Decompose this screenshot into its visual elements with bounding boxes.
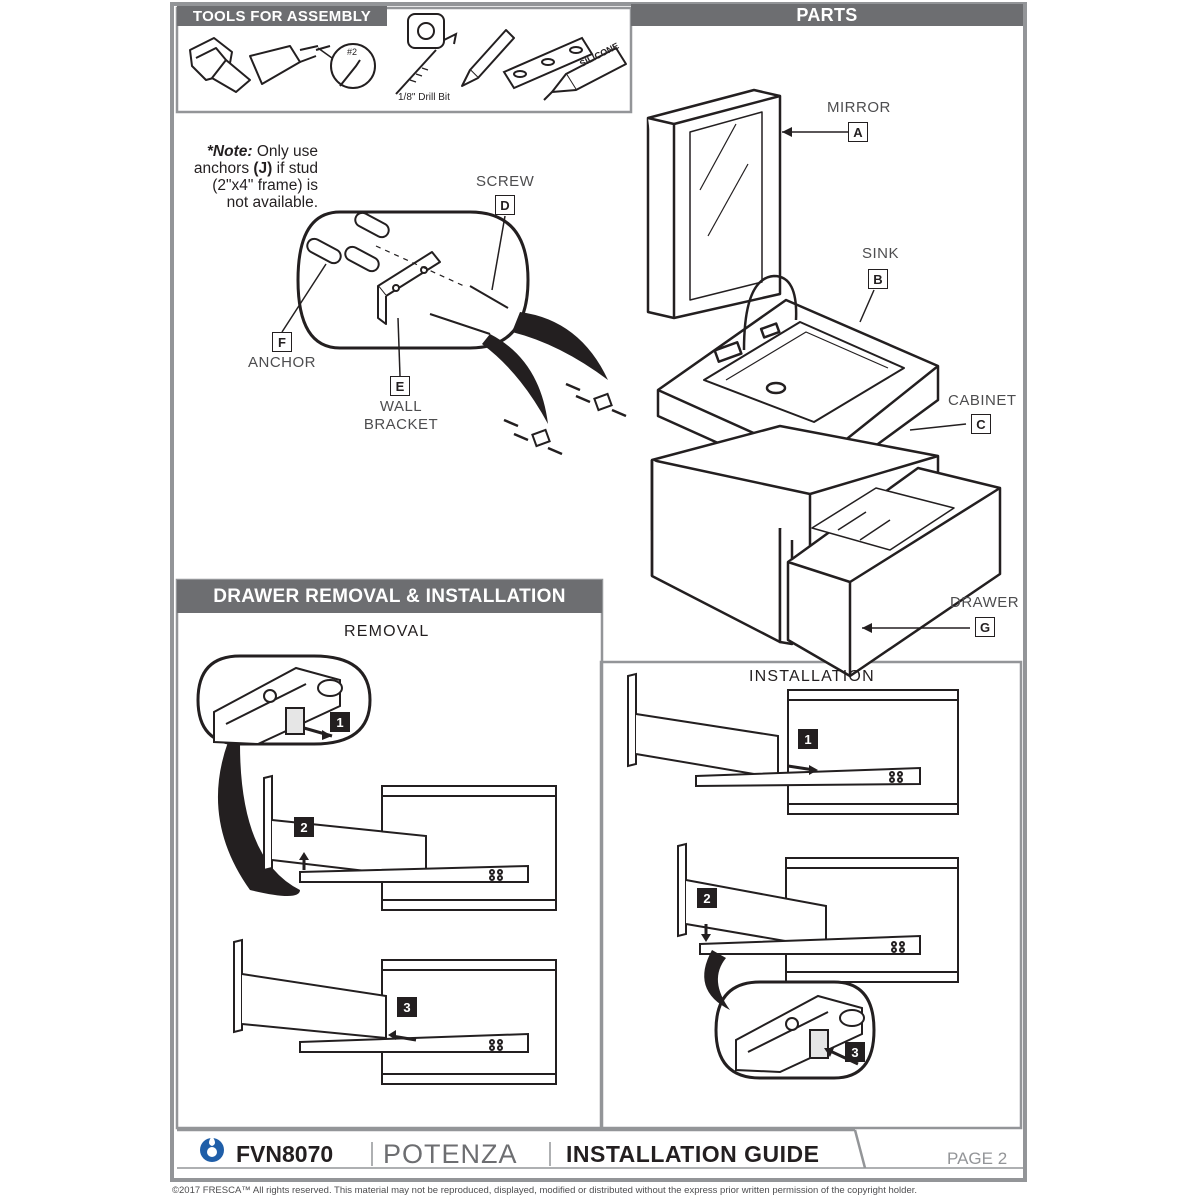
bit-size-label: #2 bbox=[347, 47, 358, 57]
cabinet-label: CABINET bbox=[948, 392, 1017, 409]
removal-step-3-illustration bbox=[233, 938, 557, 1085]
anchor-label: ANCHOR bbox=[248, 354, 317, 371]
drawer-header: DRAWER REMOVAL & INSTALLATION bbox=[177, 580, 602, 613]
installation-step-1: 1 bbox=[798, 729, 818, 749]
drawer-clip-detail bbox=[213, 666, 343, 746]
wall-mount-detail bbox=[503, 382, 627, 456]
tools-box bbox=[175, 6, 633, 114]
parts-header: PARTS bbox=[631, 4, 1023, 26]
anchor-letter-box: F bbox=[272, 332, 292, 352]
tape-measure-icon bbox=[407, 13, 458, 49]
removal-step-1: 1 bbox=[330, 712, 350, 732]
pencil-icon bbox=[461, 29, 515, 87]
installation-box bbox=[599, 660, 1023, 1130]
outer-frame bbox=[170, 2, 1027, 1182]
model-number: FVN8070 bbox=[236, 1141, 334, 1167]
note-text-1: Only use anchors bbox=[193, 143, 318, 177]
removal-step-2: 2 bbox=[294, 817, 314, 837]
level-icon bbox=[502, 36, 594, 90]
wall-bracket-label-line-2: BRACKET bbox=[363, 416, 439, 433]
wall-bracket-icon bbox=[377, 251, 441, 325]
removal-title: REMOVAL bbox=[344, 623, 430, 640]
wall-bracket-label-line-1: WALL bbox=[379, 398, 423, 415]
installation-title: INSTALLATION bbox=[749, 668, 875, 685]
drawer-letter-box: G bbox=[975, 617, 995, 637]
sink-label: SINK bbox=[862, 245, 900, 262]
installation-step-1-illustration bbox=[627, 672, 959, 815]
guide-title: INSTALLATION GUIDE bbox=[566, 1141, 820, 1167]
screw-letter-box: D bbox=[495, 195, 515, 215]
mirror-letter-box: A bbox=[848, 122, 868, 142]
collection-name: POTENZA bbox=[383, 1139, 518, 1169]
wall-bracket-label: WALL BRACKET bbox=[362, 398, 440, 434]
page-number: PAGE 2 bbox=[947, 1149, 1008, 1168]
installation-step-3: 3 bbox=[845, 1042, 865, 1062]
mirror-illustration bbox=[646, 88, 782, 320]
callout-tail bbox=[512, 312, 608, 380]
cabinet-letter-box: C bbox=[971, 414, 991, 434]
anchor-icon bbox=[306, 211, 390, 273]
mirror-label: MIRROR bbox=[827, 99, 891, 116]
note-prefix: *Note: bbox=[206, 143, 253, 160]
fresca-logo-icon bbox=[200, 1136, 224, 1162]
sink-letter-box: B bbox=[868, 269, 888, 289]
drill-bit-label: 1/8" Drill Bit bbox=[398, 92, 450, 103]
silicone-tube-icon bbox=[543, 47, 627, 101]
screw-icon bbox=[375, 245, 509, 335]
anchor-note: *Note: Only use anchors (J) if stud (2"x… bbox=[190, 143, 318, 211]
copyright-notice: ©2017 FRESCA™ All rights reserved. This … bbox=[172, 1185, 918, 1196]
tools-header: TOOLS FOR ASSEMBLY bbox=[177, 6, 387, 26]
drill-icon bbox=[189, 37, 331, 93]
installation-step-2-illustration bbox=[677, 842, 959, 983]
wall-bracket-letter-box: E bbox=[390, 376, 410, 396]
removal-step-3: 3 bbox=[397, 997, 417, 1017]
drawer-label: DRAWER bbox=[950, 594, 1020, 611]
screw-label: SCREW bbox=[476, 173, 535, 190]
screwdriver-bit-icon bbox=[317, 43, 376, 89]
note-text-2: if stud (2"x4" frame) is not available. bbox=[212, 160, 318, 211]
drill-bit-icon bbox=[395, 49, 437, 95]
removal-step-2-illustration bbox=[263, 774, 557, 911]
drawer-illustration bbox=[786, 466, 1002, 678]
install-clip-detail bbox=[735, 994, 865, 1074]
note-anchor-letter: (J) bbox=[253, 160, 273, 177]
installation-step-2: 2 bbox=[697, 888, 717, 908]
